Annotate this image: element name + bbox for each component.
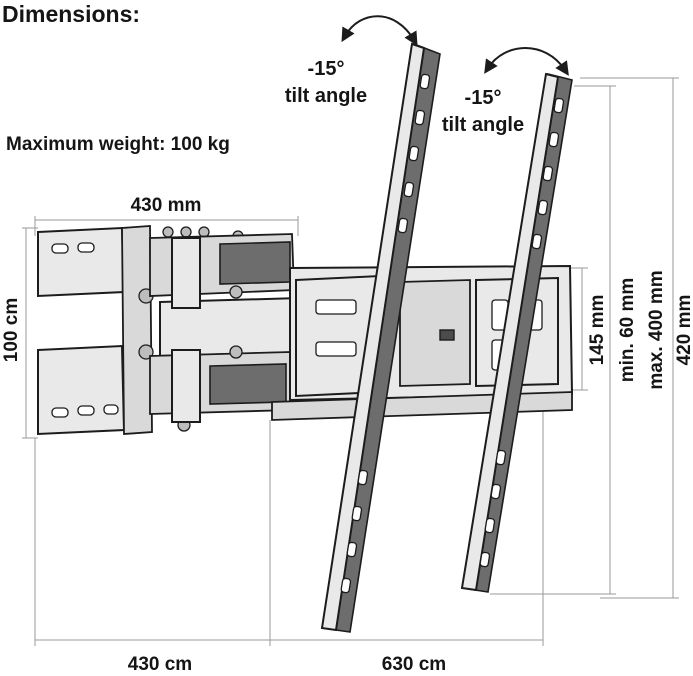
right-tilt-angle: -15° — [465, 87, 502, 109]
bottom-left-dimension-label: 430 cm — [128, 654, 192, 675]
swing-arm — [149, 233, 304, 423]
left-tilt-label: tilt angle — [285, 85, 367, 107]
left-tilt-arrow — [341, 15, 418, 47]
right-vertical-rail — [460, 72, 573, 593]
diagram-title: Dimensions: — [2, 1, 140, 27]
left-tilt-angle: -15° — [308, 58, 345, 80]
max-spacing-label: max. 400 mm — [646, 270, 667, 389]
min-spacing-label: min. 60 mm — [617, 278, 638, 383]
right-tilt-arrow — [484, 47, 569, 76]
max-weight-label: Maximum weight: 100 kg — [6, 134, 230, 155]
rail-height-label: 420 mm — [674, 295, 693, 366]
left-vertical-rail — [320, 42, 441, 633]
bottom-right-dimension-label: 630 cm — [382, 654, 446, 675]
arm-width-top-label: 430 mm — [131, 195, 202, 216]
wall-plate — [37, 225, 244, 436]
wall-plate-height-label: 100 cm — [1, 298, 22, 362]
bracket-height-label: 145 mm — [587, 295, 608, 366]
right-tilt-label: tilt angle — [442, 114, 524, 136]
